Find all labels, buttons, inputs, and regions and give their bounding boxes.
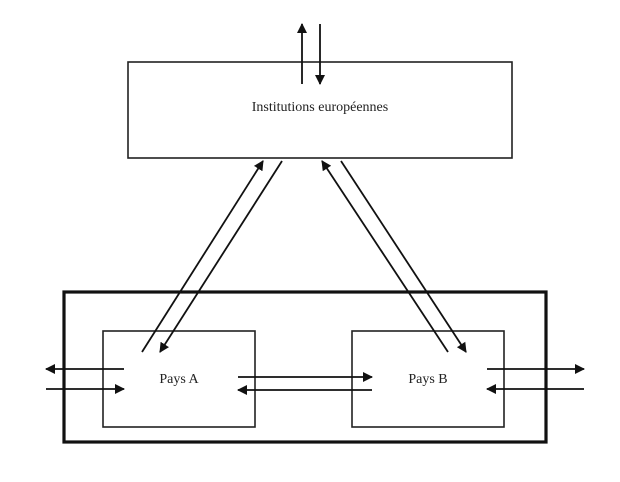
institutions-label: Institutions européennes: [252, 100, 388, 115]
pays-a-external-arrows: [45, 364, 125, 394]
pays-a-label: Pays A: [159, 372, 199, 387]
pays-b-box: [351, 330, 505, 428]
arrow-pays-a-to-institutions: [141, 160, 264, 353]
pays-a-pays-b-arrows: [237, 372, 373, 395]
arrow-pays-b-to-institutions: [321, 160, 449, 353]
countries-group-box: [62, 290, 548, 444]
pays-b-label: Pays B: [408, 372, 447, 387]
pays-a-institutions-arrows: [141, 160, 283, 353]
institutions-external-arrows: [297, 23, 325, 85]
pays-a-box: [102, 330, 256, 428]
pays-b-external-arrows: [486, 364, 585, 394]
arrow-institutions-to-pays-b: [340, 160, 467, 353]
arrow-institutions-to-pays-a: [159, 160, 283, 353]
pays-b-institutions-arrows: [321, 160, 467, 353]
